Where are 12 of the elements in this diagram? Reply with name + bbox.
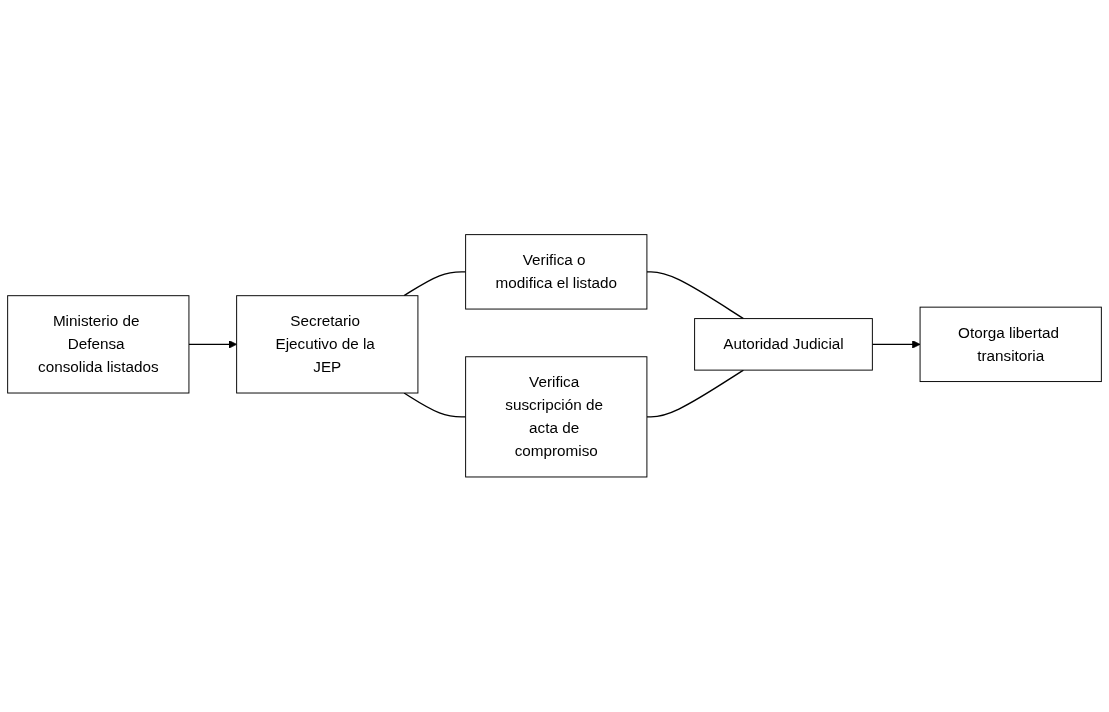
- node-box: Verifica suscripción de acta de compromiso: [465, 356, 648, 478]
- connector: [403, 392, 467, 418]
- node-box: Ministerio de Defensa consolida listados: [7, 295, 190, 394]
- connector: [646, 369, 745, 418]
- connector: [646, 271, 745, 320]
- arrow: [188, 340, 237, 349]
- connector: [403, 271, 467, 297]
- node-box: Autoridad Judicial: [694, 318, 873, 371]
- node-box: Verifica o modifica el listado: [465, 234, 648, 310]
- node-box: Secretario Ejecutivo de la JEP: [236, 295, 419, 394]
- node-box: Otorga libertad transitoria: [919, 306, 1102, 383]
- arrow: [871, 340, 921, 349]
